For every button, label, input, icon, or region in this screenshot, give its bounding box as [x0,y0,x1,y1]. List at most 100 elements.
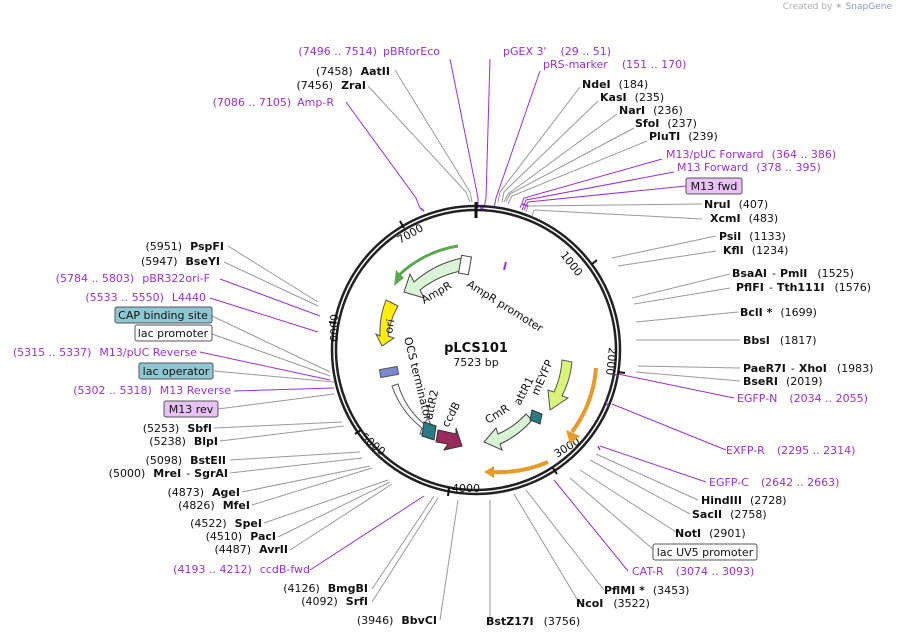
leader-pspfi [227,245,319,303]
label-ndei: NdeI(184) [582,78,648,91]
leader-m13fwd-box [523,185,687,211]
backbone-markers [419,203,619,451]
label-l4440: (5533 .. 5550)L4440 [85,291,206,304]
tick-label-6000: 6000 [328,314,341,342]
orange-arc-right [570,367,598,434]
leader-pluti [507,140,648,205]
ampr-feature [403,257,467,299]
attr1-feature [529,409,543,425]
label-bsteii: (5098)BstEII [146,454,226,467]
leader-bmgbi [371,495,435,590]
leader-bsteii [229,451,361,461]
leader-nari [503,113,618,203]
plasmid-size: 7523 bp [453,356,498,369]
lacprom-box [134,324,213,342]
leader-m13-forward [521,171,675,211]
label-blpi: (5238)BlpI [149,435,218,448]
leader-bbvci [439,499,459,621]
leader-spei [263,479,389,524]
label-xcmi: XcmI(483) [710,212,778,225]
label-egfpn: EGFP-N(2034 .. 2055) [737,392,868,405]
leader-lacprom [211,333,331,377]
label-attr2: attR2 [422,389,441,421]
label-pflmi: PflMI *(3453) [604,584,689,597]
leader-kasi [501,100,599,203]
orange-arc-bottom-head [484,466,494,478]
leader-sacii [589,459,691,515]
leader-noti [579,469,677,533]
watermark: Created by ✴ SnapGene [783,2,892,12]
leader-hindiii [595,453,699,501]
leader-paer7i [637,365,741,369]
leader-bseri [635,371,741,382]
leader-xcmi [531,209,703,220]
label-pgex3: pGEX 3'(29 .. 51) [503,45,611,58]
snapgene-logo-icon: ✴ [835,2,843,12]
tick-2000 [617,371,626,374]
leader-srfi [371,497,439,603]
label-mrei: (5000)MreI-SgrAI [109,467,228,480]
leader-m13puc-fwd [519,158,663,209]
ampr-promoter-feature [457,254,473,276]
leader-bseyi [223,261,319,307]
label-cap: CAP binding site [118,309,208,322]
watermark-prefix: Created by [782,2,833,12]
label-pflfi: PflFI-Tth111I(1576) [736,281,871,294]
leader-mrei [229,457,363,474]
label-m13pucrev: (5315 .. 5337)M13/pUC Reverse [13,346,197,359]
tick-label-1000: 1000 [558,249,585,279]
label-bbvci: (3946)BbvCI [357,614,437,627]
label-pluti: PluTI(239) [649,130,718,143]
leader-blpi [219,425,345,442]
marker-egfpn [613,373,619,377]
label-bmgbi: (4126)BmgBI [283,582,368,595]
leader-egfpc [599,445,707,483]
label-lacop: lac operator [143,365,210,378]
marker-egfpc [597,445,601,451]
label-ampr-primer: (7086 .. 7105)Amp-R [213,96,335,109]
label-srfi: (4092)SrfI [301,595,368,608]
ampr-arc-head [394,270,404,286]
leader-l4440 [209,297,319,333]
leader-pflmi [525,489,605,591]
lacuv5-box [652,543,758,561]
label-ccdbfwd: (4193 .. 4212)ccdB-fwd [173,563,310,576]
label-lacprom: lac promoter [138,327,209,340]
tick-1000 [591,259,598,265]
label-catr: CAT-R(3074 .. 3093) [632,565,754,578]
label-ori: ori [382,318,397,334]
tick-3000 [552,467,558,475]
leader-m13rev [233,387,335,392]
leader-mfei [251,467,373,506]
label-sfoi: SfoI(237) [635,117,697,130]
label-prs: pRS-marker(151 .. 170) [543,58,686,71]
tick-7000 [399,220,405,229]
attr2-feature [421,421,437,441]
leader-exfpr [611,403,727,451]
meyfp-feature [547,359,573,411]
leader-avrii [289,483,393,551]
leader-pgex3 [483,58,491,209]
leader-m13rev-box [217,393,335,410]
tick-marks [328,220,626,497]
label-psii: PsiI(1133) [719,230,786,243]
lac-site-feature [378,365,400,379]
leader-prs [493,70,541,209]
leader-agei [241,465,371,493]
leader-zrai [367,85,471,203]
label-kfli: KflI(1234) [723,244,788,257]
cap-box [114,306,213,324]
cmr-feature [483,413,533,451]
label-cmr: CmR [483,402,512,427]
tick-6000 [328,321,337,324]
label-aatii: (7458)AatII [316,65,390,78]
label-mfei: (4826)MfeI [178,499,250,512]
label-zrai: (7456)ZraI [297,79,367,92]
label-m13rev: (5302 .. 5318)M13 Reverse [73,384,231,397]
watermark-brand: SnapGene [845,2,892,12]
label-bcli: BclI *(1699) [740,306,817,319]
label-egfpc: EGFP-C(2642 .. 2663) [709,476,839,489]
label-paer7i: PaeR7I-XhoI(1983) [743,362,873,375]
label-ncoi: NcoI(3522) [576,597,650,610]
